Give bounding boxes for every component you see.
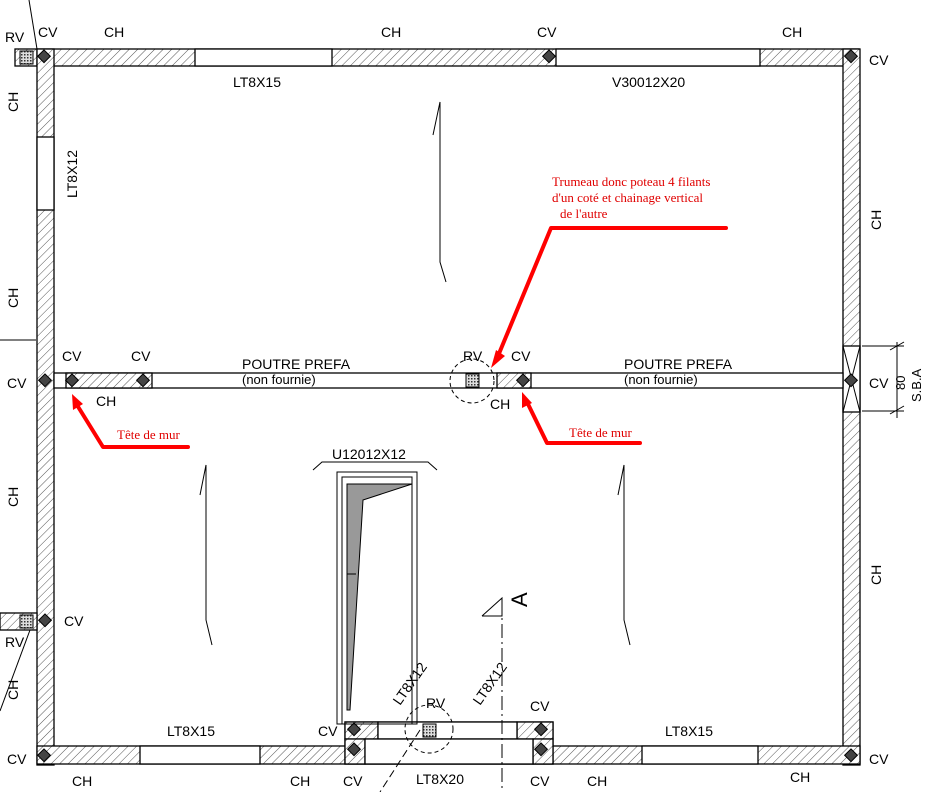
dimension-80	[862, 341, 905, 418]
span-arrow-right	[617, 464, 631, 646]
entry-door-lt8x20	[364, 738, 534, 765]
label-cv-top-left: CV	[38, 24, 58, 40]
bottom-wall	[36, 721, 861, 765]
label-ch-left-1: CH	[5, 92, 21, 112]
label-cv-beam-2: CV	[131, 348, 151, 364]
label-cv-left-mid: CV	[7, 375, 27, 391]
label-lt8x15-top: LT8X15	[233, 74, 281, 90]
label-cv-bottom-left: CV	[7, 751, 27, 767]
label-ch-top-1: CH	[104, 24, 124, 40]
label-rv-left: RV	[5, 634, 25, 650]
bottom-window-right-lt8x15	[641, 745, 759, 765]
span-arrow-left	[199, 464, 213, 646]
label-dim-80: 80	[893, 376, 908, 390]
note-trumeau-line3: de l'autre	[560, 206, 608, 221]
label-cv-bottom-2: CV	[530, 698, 550, 714]
span-arrows	[199, 101, 631, 646]
label-lt8x12-left: LT8X12	[64, 150, 80, 198]
label-ch-bottom-2: CH	[290, 773, 310, 789]
label-cv-beam-1: CV	[62, 348, 82, 364]
label-cv-bottom-4: CV	[530, 773, 550, 789]
bottom-window-left-lt8x15	[139, 745, 261, 765]
left-window-lt8x12	[36, 136, 55, 211]
left-wall	[0, 48, 55, 766]
label-ch-beam-center: CH	[490, 396, 510, 412]
note-trumeau-line2: d'un coté et chainage vertical	[552, 190, 703, 205]
rv-top-left	[19, 50, 34, 65]
label-non-fournie-left: (non fournie)	[242, 372, 316, 387]
span-arrow-top	[432, 101, 447, 283]
u-lintel-element	[312, 461, 438, 725]
label-section-a: A	[507, 592, 532, 607]
rv-bottom	[422, 723, 437, 738]
text-labels: RV CV CH CH CV CH CV LT8X15 V30012X20 LT…	[5, 24, 924, 789]
label-lt8x20: LT8X20	[416, 771, 464, 787]
red-annotation-texts: Trumeau donc poteau 4 filants d'un coté …	[117, 174, 710, 442]
label-cv-top-right: CV	[869, 52, 889, 68]
rv-left	[19, 614, 34, 629]
note-tete-de-mur-right: Tête de mur	[569, 425, 632, 440]
label-ch-bottom-4: CH	[790, 769, 810, 785]
label-ch-left-4: CH	[5, 680, 21, 700]
label-non-fournie-right: (non fournie)	[624, 372, 698, 387]
label-rv-center: RV	[463, 348, 483, 364]
red-annotation-tete-right	[522, 392, 642, 445]
red-annotation-trumeau	[491, 226, 728, 368]
label-v30012x20: V30012X20	[612, 74, 685, 90]
label-rv-bottom: RV	[426, 695, 446, 711]
top-window-lt8x15	[194, 48, 333, 67]
cv-markers	[36, 49, 859, 763]
label-ch-top-2: CH	[381, 24, 401, 40]
note-trumeau-line1: Trumeau donc poteau 4 filants	[552, 174, 710, 189]
section-arrow	[481, 596, 503, 617]
middle-beam	[53, 358, 844, 404]
label-ch-top-3: CH	[782, 24, 802, 40]
top-wall	[14, 48, 860, 67]
label-ch-bottom-1: CH	[72, 773, 92, 789]
right-wall	[842, 48, 861, 766]
rv-center	[465, 373, 480, 388]
label-cv-left-low: CV	[64, 613, 84, 629]
label-poutre-prefa-left: POUTRE PREFA	[242, 356, 351, 372]
label-ch-left-3: CH	[5, 487, 21, 507]
label-cv-right-mid: CV	[869, 375, 889, 391]
label-cv-bottom-1: CV	[318, 723, 338, 739]
label-ch-bottom-3: CH	[587, 773, 607, 789]
label-lt8x15-bottom-left: LT8X15	[167, 723, 215, 739]
label-ch-left-2: CH	[5, 288, 21, 308]
label-cv-bottom-right: CV	[869, 751, 889, 767]
label-ch-beam-left: CH	[96, 393, 116, 409]
red-annotation-tete-left	[72, 394, 190, 449]
label-lt8x12-bottom-1: LT8X12	[389, 659, 430, 708]
label-u12012x12: U12012X12	[332, 446, 406, 462]
note-tete-de-mur-left: Tête de mur	[117, 427, 180, 442]
label-cv-bottom-3: CV	[343, 773, 363, 789]
label-lt8x15-bottom-right: LT8X15	[665, 723, 713, 739]
label-cv-top-mid: CV	[537, 24, 557, 40]
label-sba: S.B.A	[909, 368, 924, 402]
label-poutre-prefa-right: POUTRE PREFA	[624, 356, 733, 372]
label-lt8x12-bottom-2: LT8X12	[469, 659, 510, 708]
label-rv-top-left: RV	[5, 29, 25, 45]
section-line-a	[379, 596, 503, 792]
top-opening-v30012x20	[555, 48, 761, 67]
label-ch-right-2: CH	[868, 565, 884, 585]
label-cv-beam-center: CV	[511, 348, 531, 364]
label-ch-right-1: CH	[868, 210, 884, 230]
